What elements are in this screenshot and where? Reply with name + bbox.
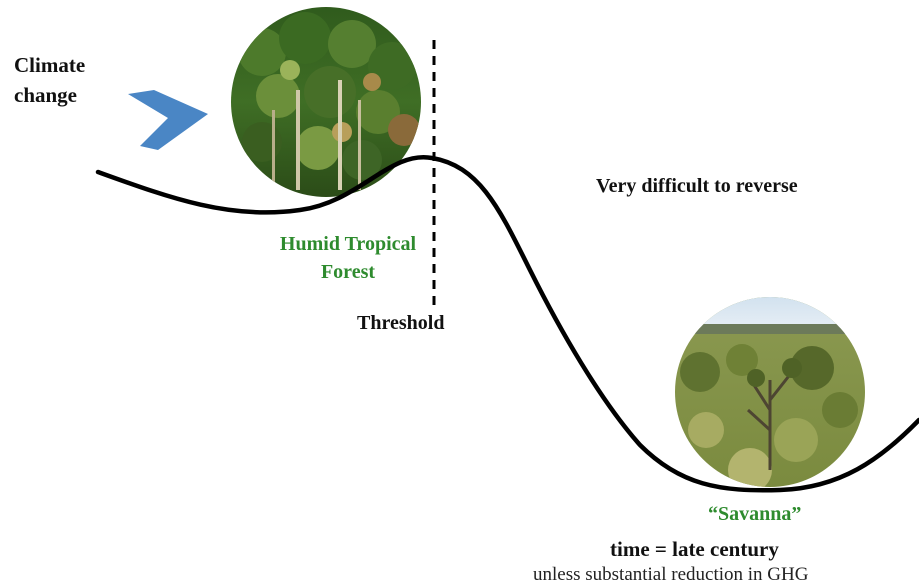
threshold-label: Threshold — [357, 312, 445, 334]
landscape-curve — [95, 154, 919, 493]
chevron-arrow-icon — [128, 90, 208, 150]
time-label: time = late century — [610, 537, 779, 561]
ghg-note-label: unless substantial reduction in GHG — [533, 564, 809, 585]
climate-change-line-2: change — [14, 83, 77, 107]
climate-change-line-1: Climate — [14, 53, 86, 77]
forest-label-line-2: Forest — [320, 261, 376, 283]
climate-change-label: Climate change — [14, 50, 85, 110]
forest-photo — [231, 7, 421, 197]
savanna-label: “Savanna” — [708, 503, 802, 525]
forest-label: Humid Tropical Forest — [248, 230, 448, 286]
reverse-label: Very difficult to reverse — [596, 175, 798, 197]
forest-label-line-1: Humid Tropical — [279, 233, 417, 255]
savanna-photo — [675, 297, 865, 487]
